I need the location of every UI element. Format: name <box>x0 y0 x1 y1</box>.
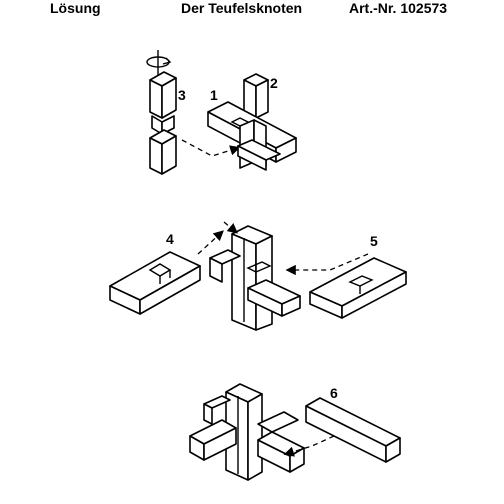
puzzle-title: Der Teufelsknoten <box>181 0 303 16</box>
piece-6 <box>305 397 401 463</box>
piece-5 <box>309 257 407 319</box>
step-label-2: 2 <box>270 75 278 91</box>
insert-arrow-icon-4 <box>197 230 224 255</box>
step-label-6: 6 <box>330 385 338 401</box>
final-assembly <box>189 383 305 481</box>
step-label-1: 1 <box>210 87 218 103</box>
step-label-3: 3 <box>178 87 186 103</box>
article-number: Art.-Nr. 102573 <box>349 0 448 16</box>
step-label-4: 4 <box>166 231 174 247</box>
piece-3 <box>146 50 177 175</box>
assembly-1-2 <box>207 73 297 171</box>
piece-4 <box>109 251 201 315</box>
header: Lösung Der Teufelsknoten Art.-Nr. 102573 <box>0 0 504 24</box>
assembly-middle <box>209 225 301 331</box>
step-label-5: 5 <box>370 233 378 249</box>
solution-label: Lösung <box>50 0 101 16</box>
insert-arrow-icon <box>181 139 241 157</box>
insert-arrow-icon-5 <box>285 253 369 276</box>
